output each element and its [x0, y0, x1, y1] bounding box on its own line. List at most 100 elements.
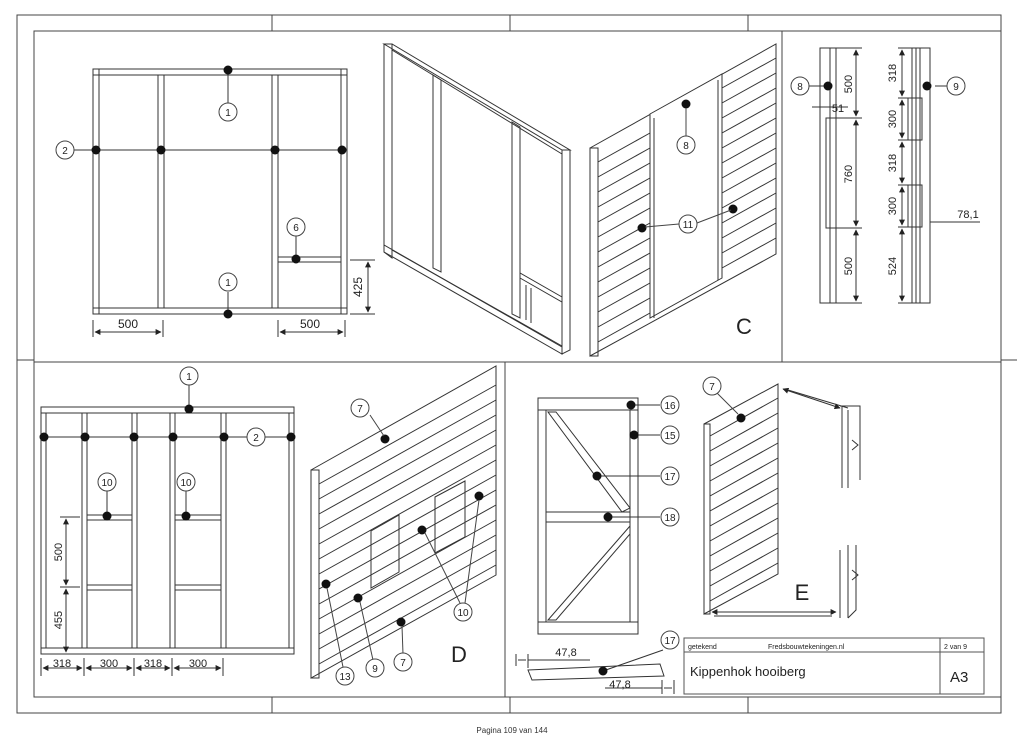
section-letter-d: D: [451, 642, 467, 667]
callout-8-panel: 8: [683, 141, 689, 152]
board-line: [721, 132, 777, 164]
title-format: A3: [950, 669, 968, 686]
callout-1-lower: 1: [186, 372, 192, 383]
dim-300-b: 300: [189, 658, 207, 670]
callout-11: 11: [683, 220, 694, 231]
strip-dim-bottom: 47,8: [609, 679, 630, 691]
profile-dim-78-1: 78,1: [957, 209, 978, 221]
strip-dot: [598, 666, 608, 676]
panel-d: [310, 365, 497, 679]
callout-9-profile: 9: [953, 82, 959, 93]
board-line: [709, 472, 779, 512]
dim-300-a: 300: [100, 658, 118, 670]
callout-10-panel-d: 10: [457, 608, 469, 619]
board-line: [721, 117, 777, 149]
board-line: [597, 282, 651, 313]
panel-d-dots: [321, 434, 484, 627]
profile-details: [808, 47, 980, 304]
panel-e-callout-circle: [702, 376, 722, 396]
profile-dim-524: 524: [887, 257, 899, 275]
profile-dim-300-a: 300: [887, 110, 899, 128]
title-drawn-label: getekend: [688, 644, 717, 651]
page-footer: Pagina 109 van 144: [476, 726, 548, 735]
board-line: [721, 192, 777, 224]
board-line: [318, 534, 497, 635]
board-line: [318, 474, 497, 575]
board-line: [721, 162, 777, 194]
callout-7-panel-d-bottom: 7: [400, 658, 406, 669]
title-website: Fredsbouwtekeningen.nl: [768, 644, 845, 651]
board-line: [597, 207, 651, 238]
board-line: [709, 562, 779, 602]
board-line: [709, 457, 779, 497]
profile-dim-500-top: 500: [843, 75, 855, 93]
board-line: [721, 207, 777, 239]
board-line: [597, 177, 651, 208]
callout-17: 17: [664, 472, 676, 483]
profile-dim-500-bottom: 500: [843, 257, 855, 275]
callout-17-strip: 17: [664, 636, 676, 647]
title-name: Kippenhok hooiberg: [690, 664, 806, 679]
dim-500-left: 500: [53, 543, 65, 561]
title-block: [683, 637, 985, 695]
callout-15: 15: [664, 431, 676, 442]
dim-318-a: 318: [53, 658, 71, 670]
board-line: [597, 132, 651, 163]
board-line: [709, 532, 779, 572]
board-line: [318, 549, 497, 650]
frame-bottom-callout-circles: [97, 366, 266, 492]
board-line: [318, 504, 497, 605]
profile-dim-318-a: 318: [887, 64, 899, 82]
callout-1-top: 1: [225, 108, 231, 119]
board-line: [597, 252, 651, 283]
strip-dim-top: 47,8: [555, 647, 576, 659]
dim-455-left: 455: [53, 611, 65, 629]
callout-16: 16: [664, 401, 676, 412]
board-line: [721, 222, 777, 254]
sheet-border: [16, 14, 1017, 714]
panel-c: [589, 43, 777, 357]
callout-13: 13: [339, 672, 351, 683]
profile-dim-318-b: 318: [887, 154, 899, 172]
profile-dim-300-b: 300: [887, 197, 899, 215]
section-letter-c: C: [736, 314, 752, 339]
board-line: [318, 384, 497, 485]
callout-10-left: 10: [101, 478, 113, 489]
profile-dim-51: 51: [832, 103, 844, 115]
board-line: [709, 412, 779, 452]
board-line: [318, 564, 497, 665]
board-line: [709, 427, 779, 467]
board-line: [597, 297, 651, 328]
frame-bottom-dots: [39, 404, 296, 521]
callout-8-profile: 8: [797, 82, 803, 93]
board-line: [709, 502, 779, 542]
board-line: [721, 72, 777, 104]
dim-right: 425: [351, 277, 365, 297]
frame-top-callout-circles: [55, 102, 306, 292]
board-line: [721, 87, 777, 119]
board-line: [318, 489, 497, 590]
board-line: [597, 267, 651, 298]
panel-c-boards: [597, 57, 777, 343]
callout-1-bottom: 1: [225, 278, 231, 289]
door-dots: [592, 400, 639, 522]
frame-elevation-top: [68, 68, 375, 337]
callout-18: 18: [664, 513, 676, 524]
board-line: [597, 147, 651, 178]
callout-7-panel-e: 7: [709, 382, 715, 393]
dim-318-b: 318: [144, 658, 162, 670]
board-line: [721, 237, 777, 269]
profile-dim-760: 760: [843, 165, 855, 183]
profile-dots: [823, 81, 932, 91]
board-line: [597, 162, 651, 193]
door-frame: [537, 397, 660, 635]
panel-d-callout-circles: [335, 398, 473, 686]
board-line: [597, 312, 651, 343]
board-line: [597, 192, 651, 223]
iso-frame: [382, 43, 572, 355]
panel-e-dot: [736, 413, 746, 423]
board-line: [318, 399, 497, 500]
callout-2-lower: 2: [253, 433, 259, 444]
dim-bottom-left: 500: [118, 317, 138, 331]
